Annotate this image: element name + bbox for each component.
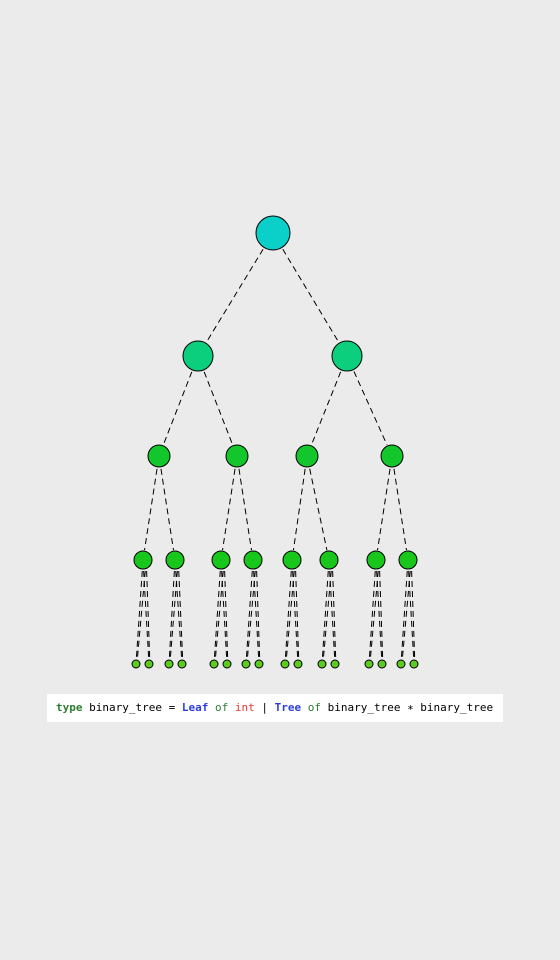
tree-edge-l3-0-0-b [136, 570, 146, 660]
tree-edge-l3-3-0-b [246, 570, 256, 660]
tree-edge-l1-0-0 [162, 371, 193, 446]
tree-leaf-node [144, 659, 154, 669]
tree-edge-l3-0-1 [143, 570, 150, 660]
tree-edge-l3-4-0 [284, 570, 292, 660]
tree-edge-l2-1-1 [238, 468, 252, 551]
tree-internal-node [225, 444, 249, 468]
tree-internal-node [366, 550, 386, 570]
tree-leaf-node [177, 659, 187, 669]
tree-edge-l2-0-1 [160, 468, 174, 551]
tree-leaf-node [330, 659, 340, 669]
tree-edge-l3-7-0-b [401, 570, 411, 660]
tree-edge-l2-1-0 [222, 468, 236, 551]
tree-edge-l3-6-0 [368, 570, 376, 660]
type-int: int [234, 701, 255, 714]
tree-edge-l2-3-1 [393, 468, 407, 551]
tree-leaf-node [254, 659, 264, 669]
tree-nodes [131, 215, 419, 669]
keyword-of-2: of [301, 701, 328, 714]
tree-leaf-node [164, 659, 174, 669]
tree-edge-l3-2-0-b [214, 570, 224, 660]
tuple-type: binary_tree ∗ binary_tree [327, 701, 494, 714]
tree-edge-l1-1-1 [353, 371, 388, 446]
tree-internal-node [319, 550, 339, 570]
tree-edge-l3-0-1-b [146, 570, 151, 660]
tree-internal-node [295, 444, 319, 468]
tree-edge-l3-6-0-b [369, 570, 379, 660]
tree-edge-l3-5-1-b [332, 570, 337, 660]
tree-edge-l3-1-0 [168, 570, 175, 660]
tree-edge-l3-5-0 [321, 570, 329, 660]
tree-leaf-node [293, 659, 303, 669]
tree-leaf-node [222, 659, 232, 669]
tree-edge-l3-7-1 [408, 570, 415, 660]
tree-leaf-node [364, 659, 374, 669]
tree-internal-node [133, 550, 153, 570]
tree-edge-l2-3-0 [377, 468, 391, 551]
tree-leaf-node [209, 659, 219, 669]
tree-internal-node [331, 340, 363, 372]
tree-edge-l2-2-0 [292, 468, 306, 551]
tree-edge-l3-7-0 [400, 570, 408, 660]
tree-edge-l3-5-0-b [322, 570, 332, 660]
tree-leaf-node [131, 659, 141, 669]
tree-edge-l3-2-1 [221, 570, 228, 660]
tree-edge-l3-2-0 [213, 570, 221, 660]
tree-edge-l3-1-0-b [169, 570, 178, 660]
constructor-leaf: Leaf [181, 701, 209, 714]
tree-edge-l3-5-1 [329, 570, 336, 660]
tree-root-node [255, 215, 291, 251]
tree-edges [135, 248, 416, 660]
type-name: binary_tree = [82, 701, 182, 714]
tree-leaf-node [241, 659, 251, 669]
tree-internal-node [165, 550, 185, 570]
keyword-of-1: of [208, 701, 235, 714]
tree-internal-node [282, 550, 302, 570]
tree-edge-l3-6-1-b [379, 570, 384, 660]
tree-edge-l0-0-0 [205, 248, 264, 343]
keyword-type: type [56, 701, 83, 714]
tree-edge-l3-3-0 [245, 570, 253, 660]
tree-edge-l3-4-1-b [295, 570, 300, 660]
tree-internal-node [211, 550, 231, 570]
tree-leaf-node [409, 659, 419, 669]
tree-edge-l3-1-1-b [178, 570, 184, 660]
tree-edge-l1-0-1 [203, 371, 234, 446]
tree-edge-l3-6-1 [376, 570, 383, 660]
tree-edge-l3-7-1-b [411, 570, 416, 660]
tree-edge-l3-4-1 [292, 570, 299, 660]
tree-leaf-node [280, 659, 290, 669]
tree-leaf-node [317, 659, 327, 669]
type-definition-code: type binary_tree = Leaf of int | Tree of… [47, 694, 503, 722]
tree-edge-l1-1-0 [310, 371, 342, 446]
tree-internal-node [147, 444, 171, 468]
constructor-tree: Tree [274, 701, 302, 714]
tree-internal-node [182, 340, 214, 372]
tree-edge-l2-2-1 [309, 468, 328, 551]
tree-internal-node [398, 550, 418, 570]
tree-edge-l3-4-0-b [285, 570, 295, 660]
tree-edge-l2-0-0 [144, 468, 158, 551]
tree-leaf-node [396, 659, 406, 669]
tree-internal-node [243, 550, 263, 570]
tree-leaf-node [377, 659, 387, 669]
tree-edge-l3-1-1 [175, 570, 183, 660]
variant-bar: | [254, 701, 275, 714]
tree-edge-l3-0-0 [135, 570, 143, 660]
tree-edge-l0-0-1 [282, 249, 340, 343]
tree-internal-node [380, 444, 404, 468]
tree-edge-l3-2-1-b [224, 570, 229, 660]
tree-edge-l3-3-1-b [256, 570, 261, 660]
tree-edge-l3-3-1 [253, 570, 260, 660]
